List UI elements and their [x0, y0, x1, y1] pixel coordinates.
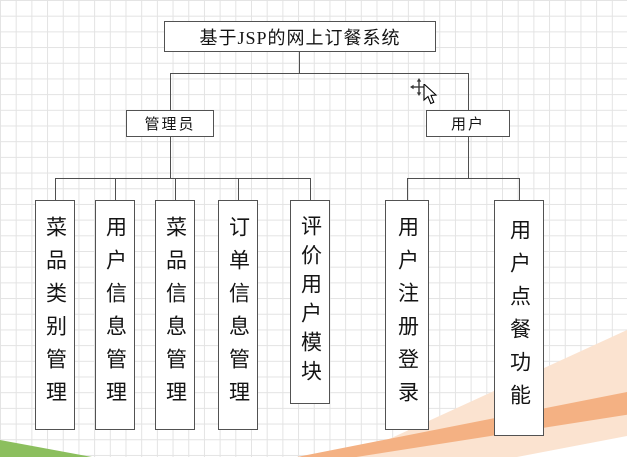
- node-dish-info-management[interactable]: 菜品信息管理: [155, 200, 195, 430]
- node-root[interactable]: 基于JSP的网上订餐系统: [164, 21, 436, 52]
- node-user-register-login-label: 用户注册登录: [395, 216, 420, 414]
- node-order-info-management-label: 订单信息管理: [226, 216, 251, 414]
- node-dish-category-management-label: 菜品类别管理: [43, 216, 68, 414]
- node-user[interactable]: 用户: [426, 110, 510, 137]
- connector-admin-stem: [170, 137, 171, 178]
- node-user-info-management-label: 用户信息管理: [103, 216, 128, 414]
- connector-admin-child-drop-4: [238, 178, 239, 200]
- connector-admin-bar: [55, 178, 311, 179]
- connector-admin-child-drop-3: [175, 178, 176, 200]
- node-dish-info-management-label: 菜品信息管理: [163, 216, 188, 414]
- node-root-label: 基于JSP的网上订餐系统: [199, 27, 401, 48]
- connector-user-bar: [407, 178, 520, 179]
- node-dish-category-management[interactable]: 菜品类别管理: [35, 200, 75, 430]
- node-user-ordering-function[interactable]: 用户点餐功能: [494, 200, 544, 436]
- connector-admin-child-drop-1: [55, 178, 56, 200]
- connector-admin-drop: [170, 73, 171, 110]
- connector-user-child-drop-1: [407, 178, 408, 200]
- connector-user-drop: [468, 73, 469, 110]
- node-order-info-management[interactable]: 订单信息管理: [218, 200, 258, 430]
- connector-admin-child-drop-2: [115, 178, 116, 200]
- mouse-cursor: [410, 78, 450, 108]
- connector-root-stem: [299, 52, 300, 73]
- node-user-label: 用户: [450, 117, 485, 133]
- node-evaluation-user-module-label: 评价用户模块: [298, 215, 323, 389]
- connector-user-stem: [468, 137, 469, 178]
- arrow-cursor-icon: [423, 84, 438, 105]
- node-evaluation-user-module[interactable]: 评价用户模块: [290, 200, 330, 404]
- connector-admin-child-drop-5: [310, 178, 311, 200]
- connector-user-child-drop-2: [519, 178, 520, 200]
- node-admin-label: 管理员: [144, 117, 196, 133]
- node-user-ordering-function-label: 用户点餐功能: [507, 219, 532, 417]
- node-user-register-login[interactable]: 用户注册登录: [385, 200, 429, 430]
- node-user-info-management[interactable]: 用户信息管理: [95, 200, 135, 430]
- connector-branch-bar: [170, 73, 469, 74]
- corner-decoration-green: [0, 440, 92, 457]
- node-admin[interactable]: 管理员: [126, 110, 214, 137]
